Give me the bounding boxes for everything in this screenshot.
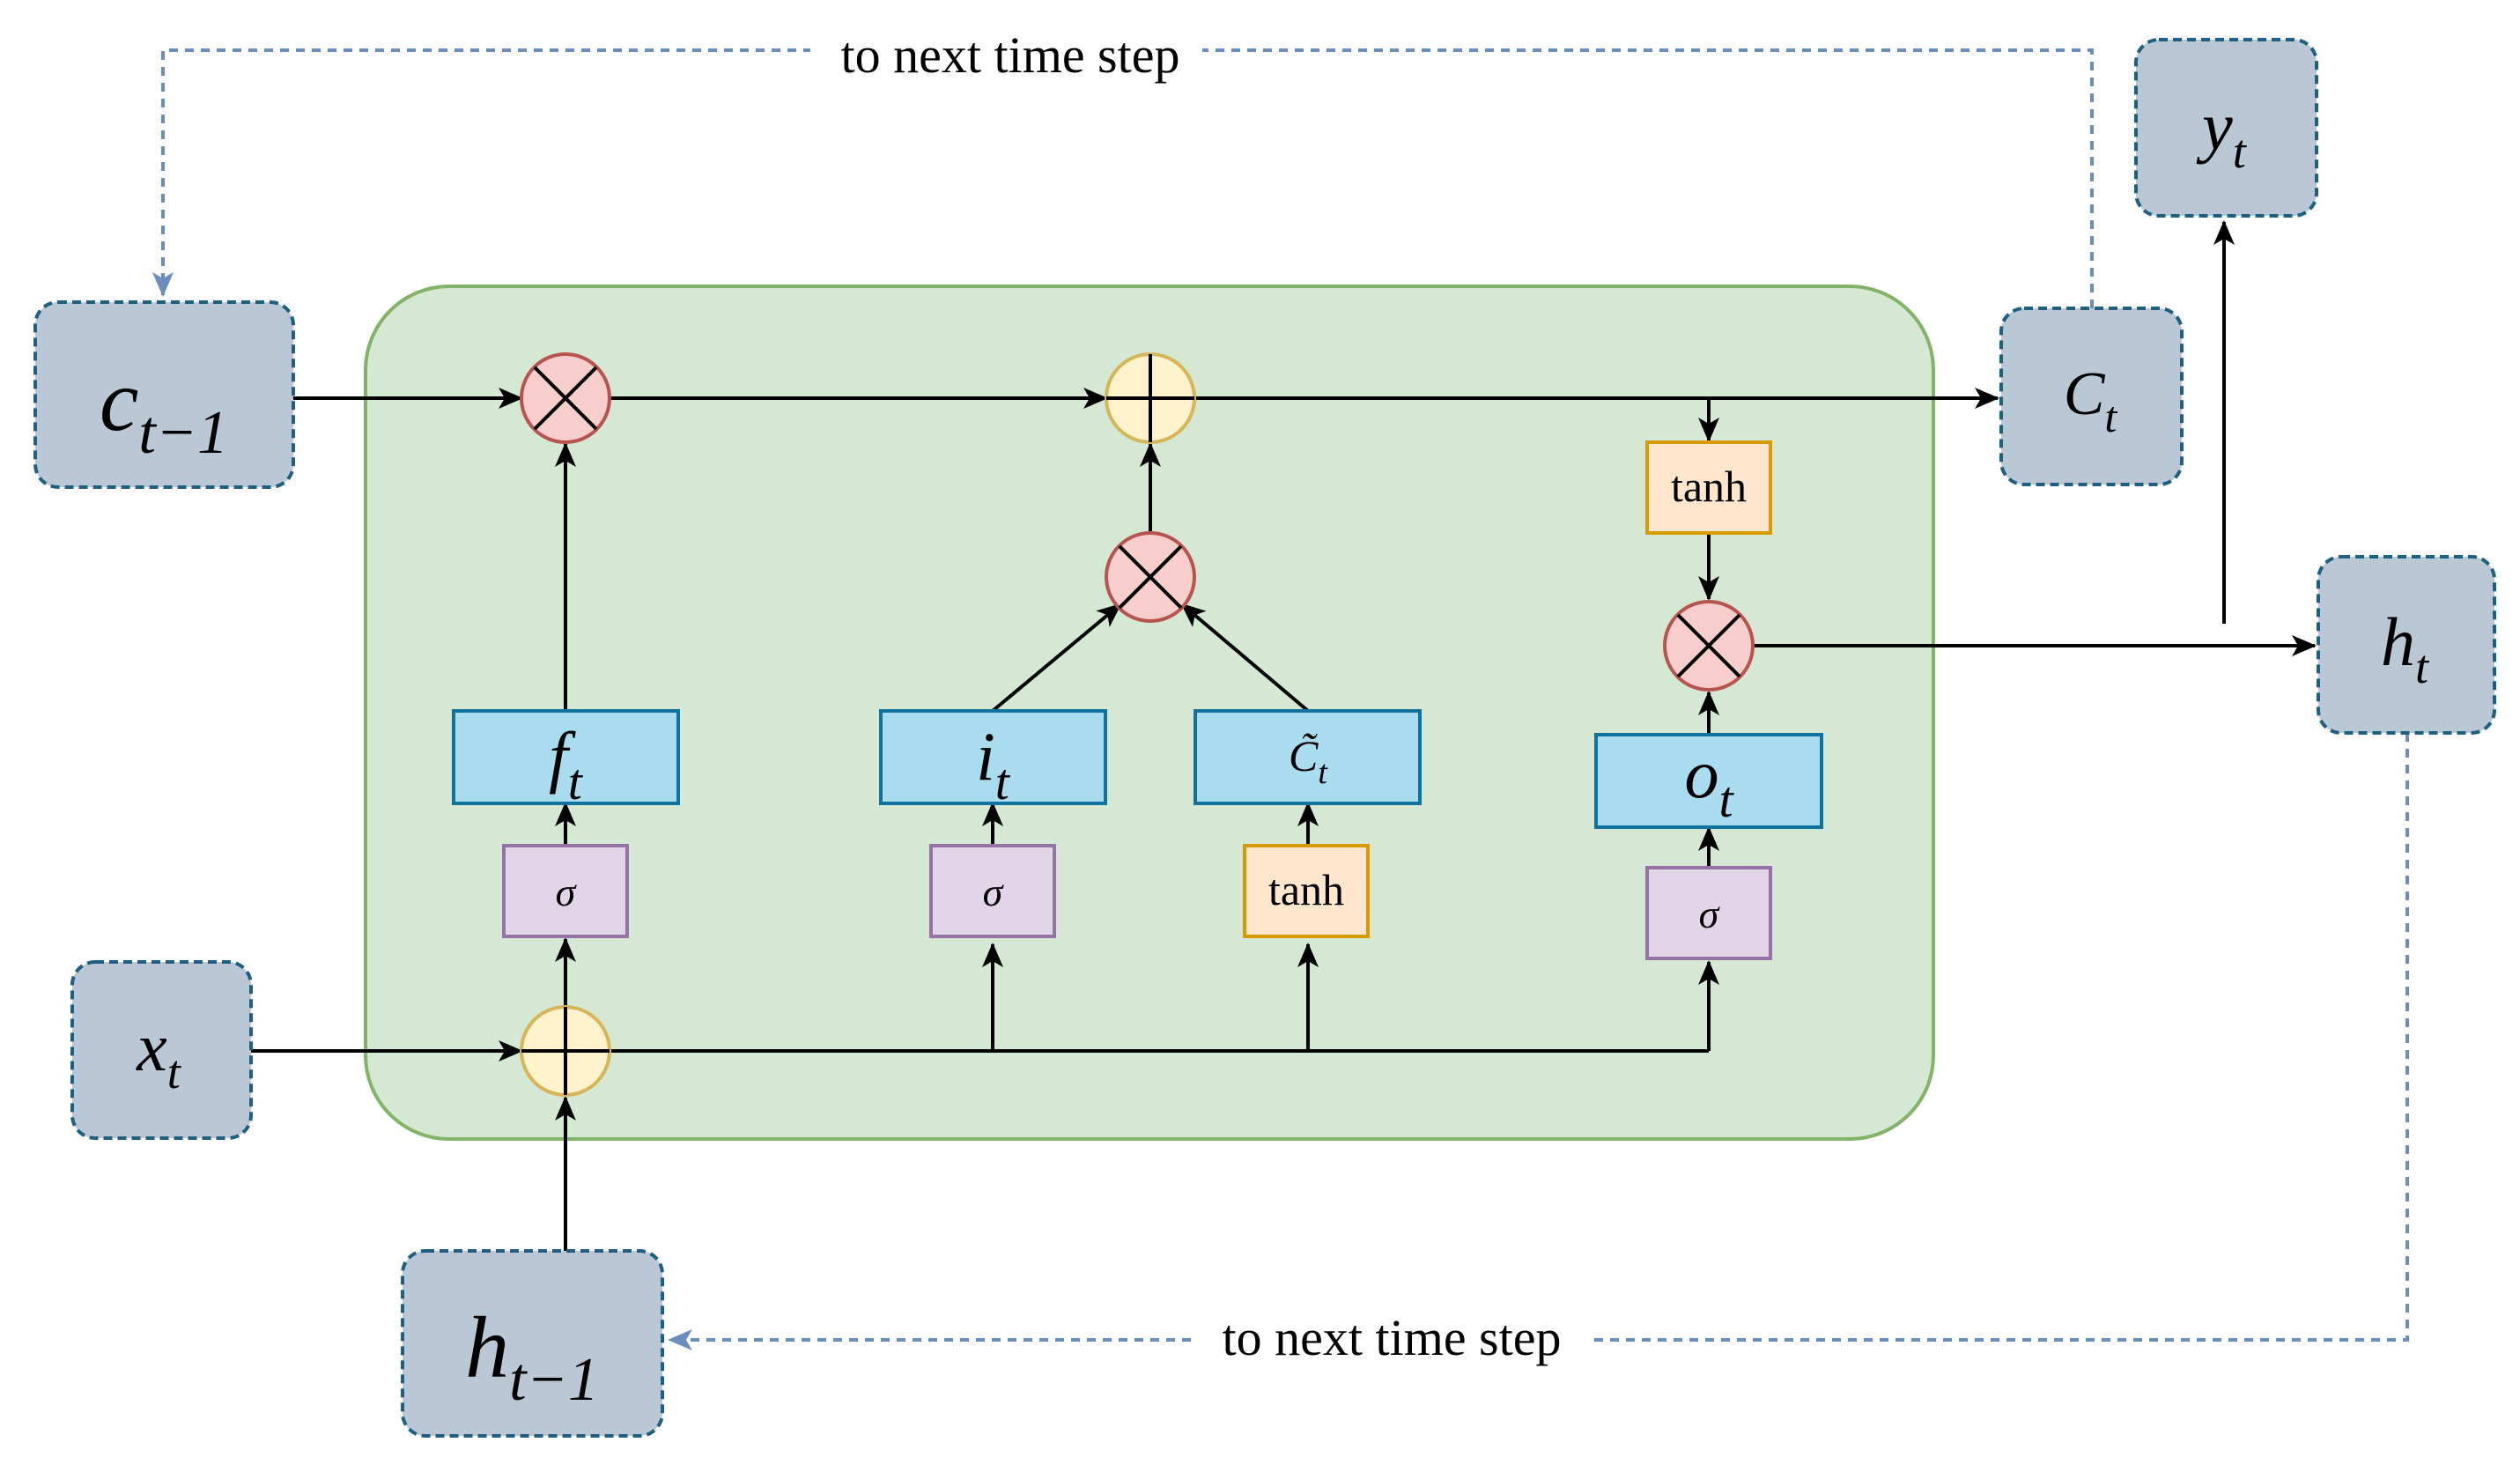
connections <box>251 220 2317 1251</box>
h-prev-symbol: h <box>465 1298 509 1396</box>
forget-multiply-op <box>520 352 611 444</box>
forget-gate-subscript: t <box>568 753 584 810</box>
svg-text:xt: xt <box>136 1009 182 1098</box>
lstm-cell <box>364 285 1935 1141</box>
cell-tanh: tanh <box>1645 440 1772 535</box>
input-sigma: σ <box>929 844 1056 938</box>
h-out-subscript: t <box>2415 640 2430 693</box>
svg-text:ct−1: ct−1 <box>100 351 228 467</box>
output-gate: ot <box>1594 733 1823 829</box>
x-in-symbol: x <box>136 1009 167 1085</box>
candidate-tanh-label: tanh <box>1268 865 1344 914</box>
cell-add-op <box>1105 352 1196 444</box>
h-out-symbol: h <box>2381 603 2415 680</box>
c-prev-node: ct−1 <box>33 300 295 489</box>
bottom-loop-label-bg <box>1193 1313 1590 1365</box>
input-gate: it <box>879 709 1107 810</box>
cell-tanh-label: tanh <box>1671 462 1747 511</box>
top-loop-label-bg <box>810 26 1202 79</box>
candidate-tanh: tanh <box>1243 844 1370 938</box>
candidate-gate: C̃t <box>1193 709 1422 805</box>
output-multiply-op <box>1663 600 1755 692</box>
top-loop-connector <box>152 48 2094 308</box>
input-multiply-op <box>1105 531 1196 623</box>
x-in-node: xt <box>70 960 253 1140</box>
svg-text:Ct: Ct <box>2064 360 2118 441</box>
h-out-node: ht <box>2317 555 2496 735</box>
candidate-gate-symbol: C̃ <box>1289 731 1319 780</box>
bottom-loop-label: to next time step <box>1223 1309 1562 1366</box>
c-out-node: Ct <box>1999 307 2184 486</box>
output-gate-subscript: t <box>1718 771 1734 828</box>
c-out-subscript: t <box>2104 392 2117 441</box>
c-out-symbol: C <box>2064 360 2106 428</box>
input-gate-symbol: i <box>976 718 995 795</box>
concat-add-op <box>520 1005 611 1097</box>
candidate-gate-subscript: t <box>1318 754 1328 791</box>
y-out-symbol: y <box>2196 88 2233 165</box>
y-out-node: yt <box>2134 38 2318 218</box>
svg-text:it: it <box>976 718 1011 810</box>
output-sigma: σ <box>1645 866 1772 960</box>
top-loop-label: to next time step <box>841 26 1180 84</box>
y-out-subscript: t <box>2233 125 2248 178</box>
forget-gate: ft <box>452 709 680 810</box>
c-prev-subscript: t−1 <box>138 399 228 467</box>
svg-text:ot: ot <box>1684 736 1734 828</box>
svg-text:ht: ht <box>2381 603 2430 693</box>
h-prev-subscript: t−1 <box>509 1346 599 1414</box>
forget-sigma-label: σ <box>556 869 578 914</box>
forget-sigma: σ <box>502 844 629 938</box>
svg-text:ht−1: ht−1 <box>465 1298 599 1414</box>
h-prev-node: ht−1 <box>401 1249 664 1438</box>
input-sigma-label: σ <box>983 869 1005 914</box>
output-sigma-label: σ <box>1699 891 1721 936</box>
svg-text:yt: yt <box>2196 88 2248 178</box>
input-gate-subscript: t <box>995 753 1011 810</box>
svg-text:C̃t: C̃t <box>1289 731 1328 791</box>
c-prev-symbol: c <box>100 351 138 449</box>
x-in-subscript: t <box>167 1046 182 1098</box>
output-gate-symbol: o <box>1684 736 1718 812</box>
